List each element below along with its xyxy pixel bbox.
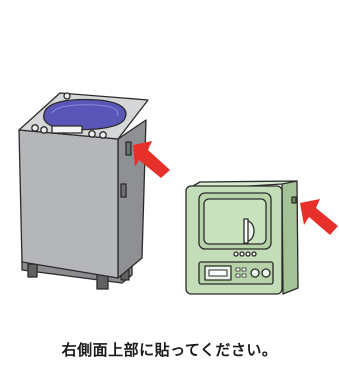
instruction-caption: 右側面上部に貼ってください。 [0,339,339,360]
clothes-dryer-icon [186,181,298,294]
dryer-arrow-icon [300,199,338,235]
washing-machine-icon [19,93,148,289]
